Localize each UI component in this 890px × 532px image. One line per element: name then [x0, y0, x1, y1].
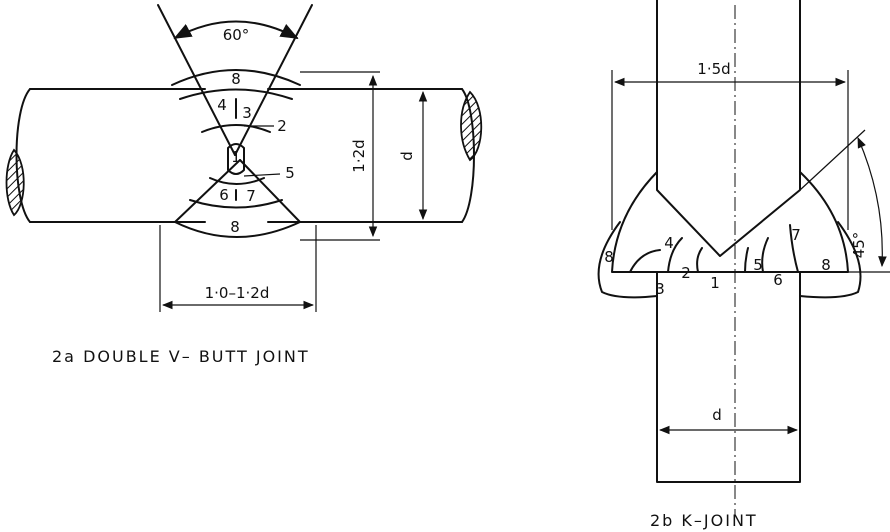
- k-run-8-left: 8: [604, 248, 614, 266]
- run-8-top: 8: [231, 70, 241, 88]
- k-joint-figure: 8 4 3 2 1 5 6 7 8 1·5d 45° d: [597, 0, 890, 530]
- run-1: 1: [231, 148, 241, 166]
- run-2: 2: [277, 117, 287, 135]
- diameter-label-left: d: [398, 151, 416, 161]
- k-run-1: 1: [710, 274, 720, 292]
- diameter-dimension-left: d: [398, 90, 428, 221]
- run-5: 5: [285, 164, 295, 182]
- weld-run-numbers: 8 4 3 2 1 5 6 7 8: [217, 70, 295, 236]
- double-v-groove: [157, 4, 313, 223]
- length-dimension: 1·0–1·2d: [159, 225, 317, 312]
- upper-member: [656, 0, 801, 257]
- width-label: 1·5d: [697, 60, 730, 78]
- right-caption: 2b K–JOINT: [650, 511, 758, 530]
- bevel-angle-label: 45°: [850, 232, 868, 259]
- diameter-dimension-right: d: [658, 406, 799, 435]
- diameter-label-right: d: [712, 406, 722, 424]
- k-run-2: 2: [681, 264, 691, 282]
- left-break-hatch: [5, 148, 25, 217]
- k-run-3: 3: [655, 280, 665, 298]
- length-label: 1·0–1·2d: [205, 284, 270, 302]
- weld-run-boundaries: [171, 69, 301, 238]
- k-run-8-right: 8: [821, 256, 831, 274]
- left-caption: 2a DOUBLE V– BUTT JOINT: [52, 347, 310, 366]
- k-run-5: 5: [753, 256, 763, 274]
- k-run-7: 7: [791, 226, 801, 244]
- k-weld-run-numbers: 8 4 3 2 1 5 6 7 8: [604, 226, 831, 298]
- width-dimension: 1·5d: [611, 60, 849, 230]
- k-weld-runs: [597, 171, 862, 299]
- run-6: 6: [219, 186, 229, 204]
- height-label: 1·2d: [350, 139, 368, 172]
- height-dimension: 1·2d: [300, 71, 380, 241]
- run-8-bottom: 8: [230, 218, 240, 236]
- run-7: 7: [246, 187, 256, 205]
- run-3: 3: [242, 104, 252, 122]
- right-break-hatch: [460, 90, 483, 162]
- double-v-butt-joint-figure: 60° 8 4 3 2 1 5 6 7 8 1·2d d: [5, 4, 483, 366]
- k-run-6: 6: [773, 271, 783, 289]
- groove-angle-arc: [173, 20, 299, 39]
- k-run-4: 4: [664, 234, 674, 252]
- lower-member: [656, 271, 801, 483]
- bevel-angle-dimension: 45°: [799, 129, 890, 273]
- run-4: 4: [217, 96, 227, 114]
- groove-angle-label: 60°: [223, 26, 250, 44]
